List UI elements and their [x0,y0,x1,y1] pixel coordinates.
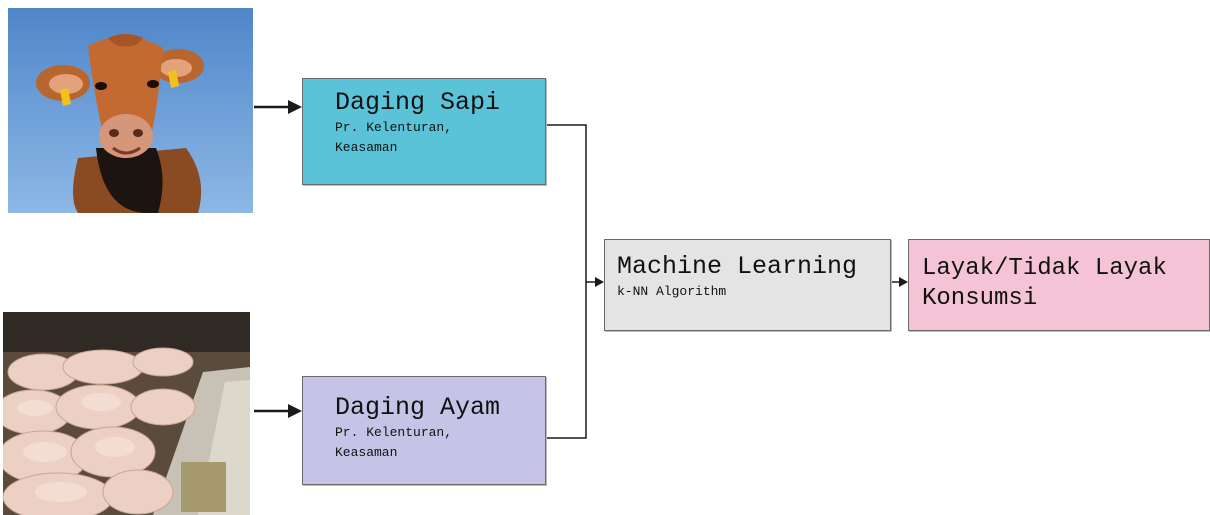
node-sapi-sub-2: Keasaman [335,140,398,155]
node-daging-sapi: Daging Sapi Pr. Kelenturan, Keasaman [302,78,546,185]
node-ayam-sub-1: Pr. Kelenturan, [335,425,453,440]
node-result: Layak/Tidak Layak Konsumsi [908,239,1210,331]
arrow-to-result [899,277,908,287]
arrow-to-ml [595,277,604,287]
cow-photo [8,8,253,213]
node-machine-learning: Machine Learning k-NN Algorithm [604,239,891,331]
node-sapi-title: Daging Sapi [335,88,501,117]
node-ayam-title: Daging Ayam [335,393,501,422]
node-ayam-sub-2: Keasaman [335,445,398,460]
node-sapi-sub-1: Pr. Kelenturan, [335,120,453,135]
node-result-line-1: Layak/Tidak Layak [922,255,1167,282]
node-ml-title: Machine Learning [617,252,858,281]
node-daging-ayam: Daging Ayam Pr. Kelenturan, Keasaman [302,376,546,485]
arrow-cow-to-sapi [288,100,302,114]
node-result-line-2: Konsumsi [922,285,1038,312]
arrow-chicken-to-ayam [288,404,302,418]
node-ml-subtitle: k-NN Algorithm [617,284,727,299]
chicken-photo [3,312,250,515]
